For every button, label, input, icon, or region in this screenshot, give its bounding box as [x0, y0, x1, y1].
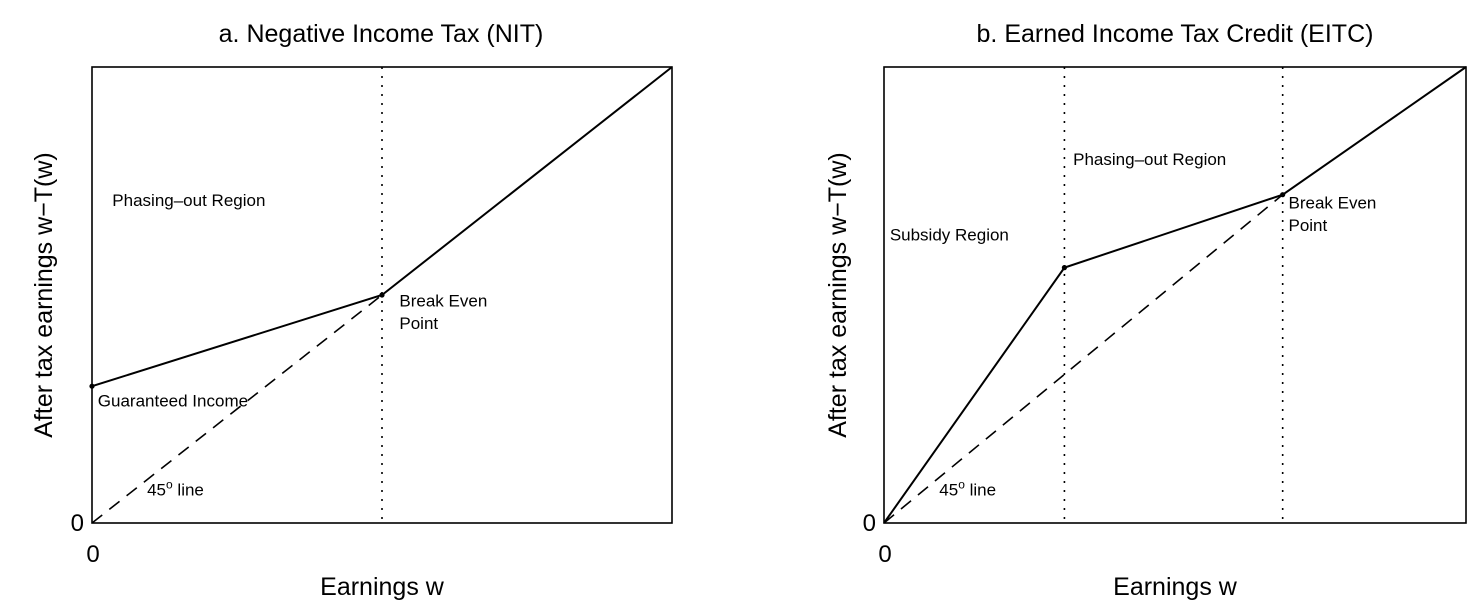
annotation-label: Point [1288, 216, 1327, 235]
annotation-label: Point [399, 314, 438, 333]
forty-five-degree-line [91, 294, 383, 524]
y-tick-label: 0 [863, 510, 876, 537]
kink-point [89, 383, 95, 389]
budget-constraint-line [883, 66, 1467, 524]
x-tick-label: 0 [878, 541, 891, 568]
y-tick-label: 0 [71, 510, 84, 537]
annotation-label: 45o line [147, 478, 204, 500]
annotation-label: Break Even [399, 291, 487, 310]
annotation-label: 45o line [939, 478, 996, 500]
forty-five-degree-line [883, 194, 1284, 524]
chart-title: b. Earned Income Tax Credit (EITC) [977, 20, 1374, 48]
y-axis-label: After tax earnings w−T(w) [824, 152, 852, 438]
plot-frame [883, 66, 1467, 524]
annotation-label: Guaranteed Income [98, 392, 248, 411]
kink-point [379, 292, 385, 298]
x-axis-label: Earnings w [320, 573, 445, 601]
annotation-label: Subsidy Region [890, 225, 1009, 244]
kink-point [1061, 265, 1068, 271]
annotation-label: Break Even [1288, 193, 1376, 212]
x-axis-label: Earnings w [1113, 573, 1238, 601]
panel-eitc: b. Earned Income Tax Credit (EITC) 00Earn… [824, 20, 1467, 601]
y-axis-label: After tax earnings w−T(w) [30, 152, 58, 438]
annotation-label: Phasing–out Region [1073, 150, 1226, 169]
annotation-label: Phasing–out Region [112, 191, 265, 210]
x-tick-label: 0 [86, 541, 99, 568]
chart-title: a. Negative Income Tax (NIT) [219, 20, 544, 48]
